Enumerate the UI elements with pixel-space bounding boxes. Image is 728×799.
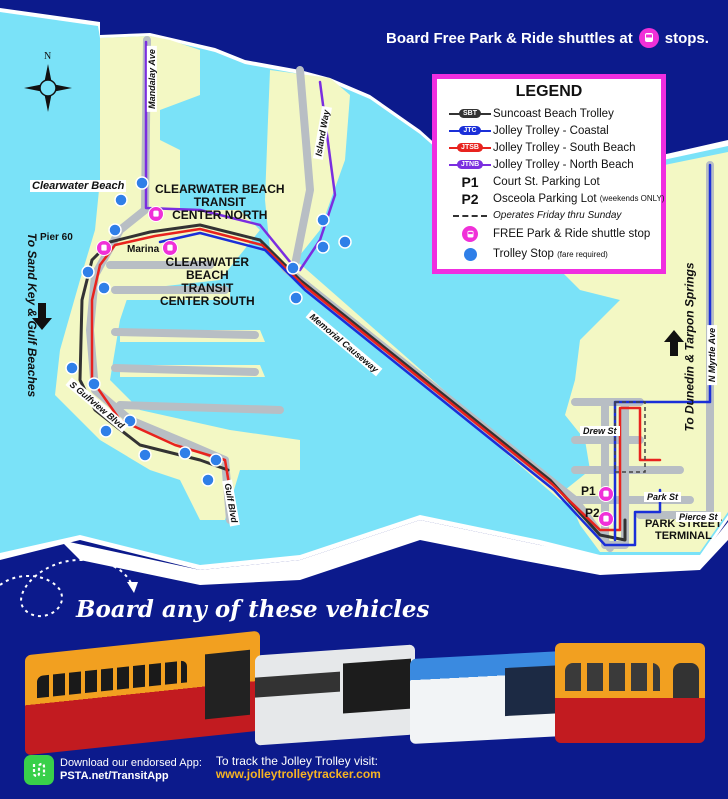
p1-label: P1 — [581, 484, 596, 498]
compass-north-label: N — [44, 51, 52, 62]
arrow-up-icon — [664, 330, 684, 356]
legend-note: (weekends ONLY) — [599, 194, 665, 203]
tracker-promo: To track the Jolley Trolley visit: www.j… — [216, 755, 381, 781]
legend-label: Jolley Trolley - North Beach — [493, 158, 634, 171]
dashed-line-icon — [453, 214, 487, 217]
legend-route-jtsb: JTSB Jolley Trolley - South Beach — [447, 139, 651, 156]
vehicle-psta-bus-blue — [410, 650, 565, 745]
p2-label: P2 — [585, 506, 600, 520]
label-line: CLEARWATER BEACH — [155, 182, 285, 196]
legend-note: (fare required) — [557, 249, 608, 259]
road-label-pierce: Pierce St — [676, 512, 721, 522]
shuttle-stop-marker[interactable] — [96, 240, 112, 256]
route-badge: JTSB — [457, 143, 483, 152]
legend-label: Jolley Trolley - Coastal — [493, 124, 609, 137]
label-line: CENTER NORTH — [172, 208, 268, 222]
clearwater-beach-label: Clearwater Beach — [30, 180, 127, 192]
transit-app-icon[interactable] — [24, 755, 54, 785]
label-line: TERMINAL — [654, 530, 712, 542]
footer: Download our endorsed App: PSTA.net/Tran… — [24, 755, 381, 785]
label-line: TRANSIT — [181, 281, 234, 295]
track-line1: To track the Jolley Trolley visit: — [215, 754, 378, 768]
compass-rose-icon — [24, 64, 72, 112]
app-link[interactable]: PSTA.net/TransitApp — [60, 770, 169, 782]
label-line: CENTER SOUTH — [160, 294, 255, 308]
label-line: CLEARWATER — [165, 255, 250, 269]
legend-dashed: Operates Friday thru Sunday — [447, 207, 651, 224]
legend-label: Suncoast Beach Trolley — [493, 107, 614, 120]
road-label-n-myrtle: N Myrtle Ave — [707, 324, 718, 386]
legend-label: Operates Friday thru Sunday — [493, 210, 622, 221]
pier60-label: Pier 60 — [40, 232, 73, 243]
route-badge: SBT — [459, 109, 481, 118]
shuttle-bus-icon — [638, 28, 659, 48]
shuttle-stop-marker[interactable] — [148, 206, 164, 222]
cbtc-south-label: CLEARWATER BEACH TRANSIT CENTER SOUTH — [160, 256, 255, 308]
trolley-stop-icon — [463, 247, 477, 261]
road-label-drew: Drew St — [580, 426, 620, 436]
transit-app-promo: Download our endorsed App: PSTA.net/Tran… — [24, 755, 202, 785]
legend-title: LEGEND — [515, 83, 583, 100]
label-line: TRANSIT — [193, 195, 246, 209]
legend-trolley-stop: Trolley Stop (fare required) — [447, 244, 651, 264]
legend-route-jtc: JTC Jolley Trolley - Coastal — [447, 122, 651, 139]
legend-label: Trolley Stop — [493, 248, 554, 260]
label-line: BEACH — [186, 268, 229, 282]
park-ride-banner: Board Free Park & Ride shuttles at stops… — [386, 28, 709, 48]
vehicle-jolley-trolley-classic — [555, 643, 705, 743]
vehicles-title: Board any of these vehicles — [76, 596, 430, 623]
to-sand-key-label: To Sand Key & Gulf Beaches — [25, 232, 40, 398]
marina-label: Marina — [127, 244, 160, 255]
vehicle-photos — [25, 630, 705, 756]
parking-code: P2 — [461, 190, 479, 207]
shuttle-stop-marker[interactable] — [162, 240, 178, 256]
to-dunedin-label: To Dunedin & Tarpon Springs — [682, 262, 697, 432]
legend: LEGEND SBT Suncoast Beach Trolley JTC Jo… — [432, 74, 666, 274]
legend-label: Osceola Parking Lot — [493, 192, 597, 205]
road-label-mandalay: Mandalay Ave — [146, 46, 157, 112]
shuttle-stop-marker[interactable] — [598, 511, 614, 527]
dotted-loop-decoration — [0, 558, 133, 617]
legend-parking-p1: P1 Court St. Parking Lot — [447, 173, 651, 190]
banner-text-before: Board Free Park & Ride shuttles at — [386, 29, 633, 47]
legend-route-sbt: SBT Suncoast Beach Trolley — [447, 105, 651, 122]
legend-parking-p2: P2 Osceola Parking Lot (weekends ONLY) — [447, 190, 664, 207]
cbtc-north-label: CLEARWATER BEACH TRANSIT CENTER NORTH — [155, 183, 285, 222]
shuttle-stop-icon — [462, 226, 478, 242]
app-line1: Download our endorsed App: — [60, 757, 202, 769]
vehicle-jolley-trolley — [25, 630, 260, 756]
legend-route-jtnb: JTNB Jolley Trolley - North Beach — [447, 156, 651, 173]
road-label-park: Park St — [644, 492, 682, 502]
route-badge: JTC — [459, 126, 481, 135]
land-beach — [55, 36, 300, 520]
legend-shuttle-stop: FREE Park & Ride shuttle stop — [447, 224, 651, 244]
arrow-down-icon — [32, 303, 52, 330]
route-badge: JTNB — [456, 160, 484, 169]
legend-label: Court St. Parking Lot — [493, 175, 600, 188]
tracker-link[interactable]: www.jolleytrolleytracker.com — [215, 767, 381, 781]
legend-label: FREE Park & Ride shuttle stop — [493, 228, 651, 240]
parking-code: P1 — [461, 173, 479, 190]
legend-label: Jolley Trolley - South Beach — [493, 141, 636, 154]
banner-text-after: stops. — [664, 29, 709, 47]
shuttle-stop-marker[interactable] — [598, 486, 614, 502]
vehicle-psta-bus-white — [255, 644, 415, 746]
